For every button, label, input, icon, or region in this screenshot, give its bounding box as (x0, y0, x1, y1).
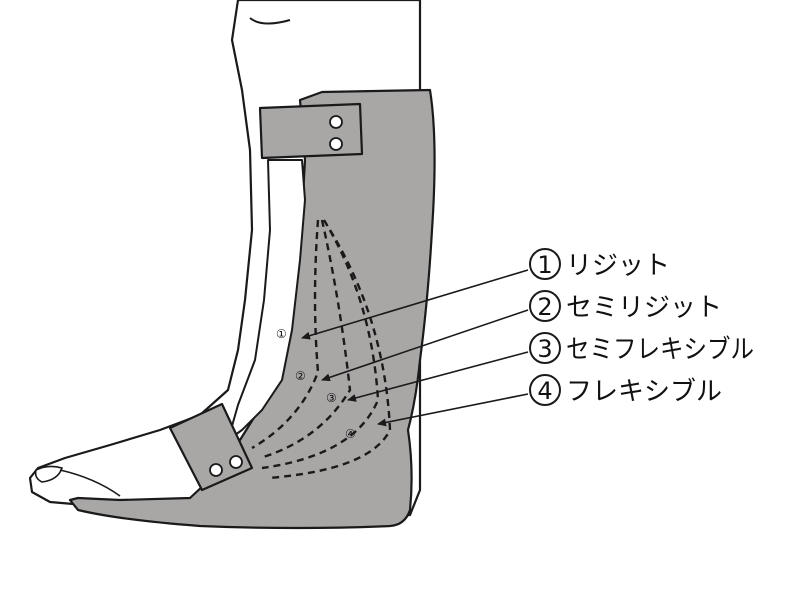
arrow-4 (377, 393, 529, 427)
markers: ① ② ③ ④ (276, 327, 356, 441)
trim-line-3 (259, 219, 352, 460)
trim-line-2 (251, 219, 320, 450)
label-1-number: 1 (537, 251, 552, 279)
label-1-text: リジット (566, 251, 670, 281)
trim-lines (251, 219, 392, 480)
label-3: 3 セミフレキシブル (529, 332, 754, 365)
arrow-1 (301, 269, 529, 340)
marker-2: ② (295, 369, 306, 383)
upper-strap (258, 102, 364, 160)
orthosis-shell (68, 88, 436, 530)
label-3-text: セミフレキシブル (566, 335, 754, 365)
label-4-text: フレキシブル (566, 377, 722, 407)
upper-rivet-2 (329, 137, 343, 151)
label-1: 1 リジット (529, 248, 670, 281)
marker-3: ③ (326, 391, 337, 405)
label-4-number: 4 (537, 377, 552, 405)
label-4: 4 フレキシブル (529, 374, 722, 407)
label-2-text: セミリジット (566, 293, 722, 323)
upper-rivet-1 (329, 115, 343, 129)
marker-4: ④ (345, 427, 356, 441)
lower-rivet-1 (209, 463, 223, 477)
label-2: 2 セミリジット (529, 290, 722, 323)
label-3-number: 3 (537, 335, 552, 363)
marker-1: ① (276, 327, 287, 341)
trim-line-4 (261, 219, 380, 470)
arrow-2 (321, 309, 529, 382)
arrow-3 (347, 351, 529, 402)
lower-strap (168, 402, 254, 492)
label-2-number: 2 (537, 293, 552, 321)
lower-rivet-2 (229, 455, 243, 469)
legend-labels: 1 リジット 2 セミリジット 3 セミフレキシブル 4 フレキシブル (529, 248, 754, 407)
leader-arrows (301, 269, 529, 427)
